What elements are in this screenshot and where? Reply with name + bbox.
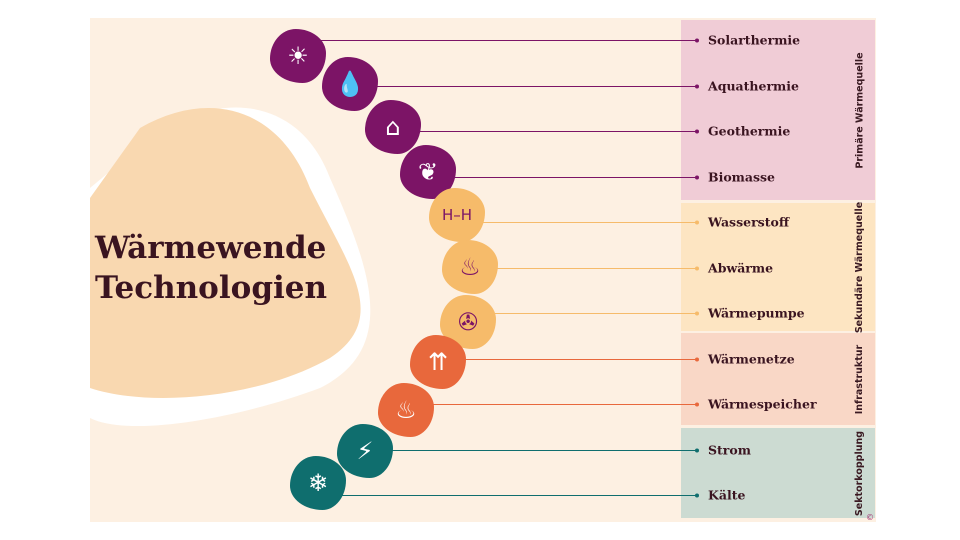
category-band: Infrastruktur — [681, 333, 875, 425]
title-line-2: Technologien — [95, 270, 328, 306]
category-label-text: Infrastruktur — [854, 344, 866, 414]
category-label: Sektorkopplung — [845, 428, 875, 518]
category-label-text: Sekundäre Wärmequelle — [854, 201, 866, 333]
waste-heat-icon: ♨ — [442, 240, 498, 294]
category-label: Sekundäre Wärmequelle — [845, 201, 875, 333]
connector-line — [406, 404, 697, 405]
houses-ground-heat-icon: ⌂ — [365, 100, 421, 154]
category-label: Primäre Wärmequelle — [845, 20, 875, 200]
connector-dot — [695, 493, 699, 498]
connector-line — [428, 177, 697, 178]
infographic: Wärmewende Technologien Primäre Wärmeque… — [90, 18, 876, 522]
technology-label: Kälte — [708, 487, 746, 503]
connector-dot — [695, 175, 699, 180]
technology-label: Wärmespeicher — [708, 396, 817, 412]
connector-dot — [695, 357, 699, 362]
category-label-text: Sektorkopplung — [854, 430, 866, 516]
hydrogen-molecule-icon: H–H — [429, 188, 485, 242]
technology-label: Wärmepumpe — [708, 305, 805, 321]
category-band: Sekundäre Wärmequelle — [681, 201, 875, 333]
technology-label: Wärmenetze — [708, 351, 795, 367]
connector-dot — [695, 311, 699, 316]
connector-line — [318, 495, 697, 496]
technology-label: Abwärme — [708, 260, 774, 276]
copyright-mark: © — [866, 513, 874, 522]
technology-label: Solarthermie — [708, 32, 801, 48]
connector-dot — [695, 129, 699, 134]
connector-line — [365, 450, 697, 451]
category-label-text: Primäre Wärmequelle — [854, 51, 866, 169]
connector-line — [438, 359, 697, 360]
heat-storage-icon: ♨ — [378, 383, 434, 437]
connector-dot — [695, 84, 699, 89]
connector-line — [298, 40, 697, 41]
connector-dot — [695, 220, 699, 225]
technology-label: Strom — [708, 442, 751, 458]
category-band: Sektorkopplung — [681, 428, 875, 518]
lightning-icon: ⚡ — [337, 424, 393, 478]
connector-line — [468, 313, 697, 314]
connector-line — [470, 268, 697, 269]
connector-dot — [695, 266, 699, 271]
category-band: Primäre Wärmequelle — [681, 20, 875, 200]
technology-label: Aquathermie — [708, 78, 799, 94]
solar-panel-icon: ☀ — [270, 29, 326, 83]
connector-dot — [695, 38, 699, 43]
plant-icon: ❦ — [400, 145, 456, 199]
technology-label: Biomasse — [708, 169, 776, 185]
connector-dot — [695, 448, 699, 453]
water-drop-icon: 💧 — [322, 57, 378, 111]
category-label: Infrastruktur — [845, 333, 875, 425]
connector-line — [393, 131, 697, 132]
title-line-1: Wärmewende — [95, 230, 327, 266]
connector-dot — [695, 402, 699, 407]
title-blob — [90, 107, 371, 427]
connector-line — [350, 86, 697, 87]
heat-network-icon: ⇈ — [410, 335, 466, 389]
snowflake-icon: ❄ — [290, 456, 346, 510]
technology-label: Geothermie — [708, 123, 791, 139]
page-title: Wärmewende Technologien — [95, 228, 327, 308]
connector-line — [457, 222, 697, 223]
technology-label: Wasserstoff — [708, 214, 790, 230]
